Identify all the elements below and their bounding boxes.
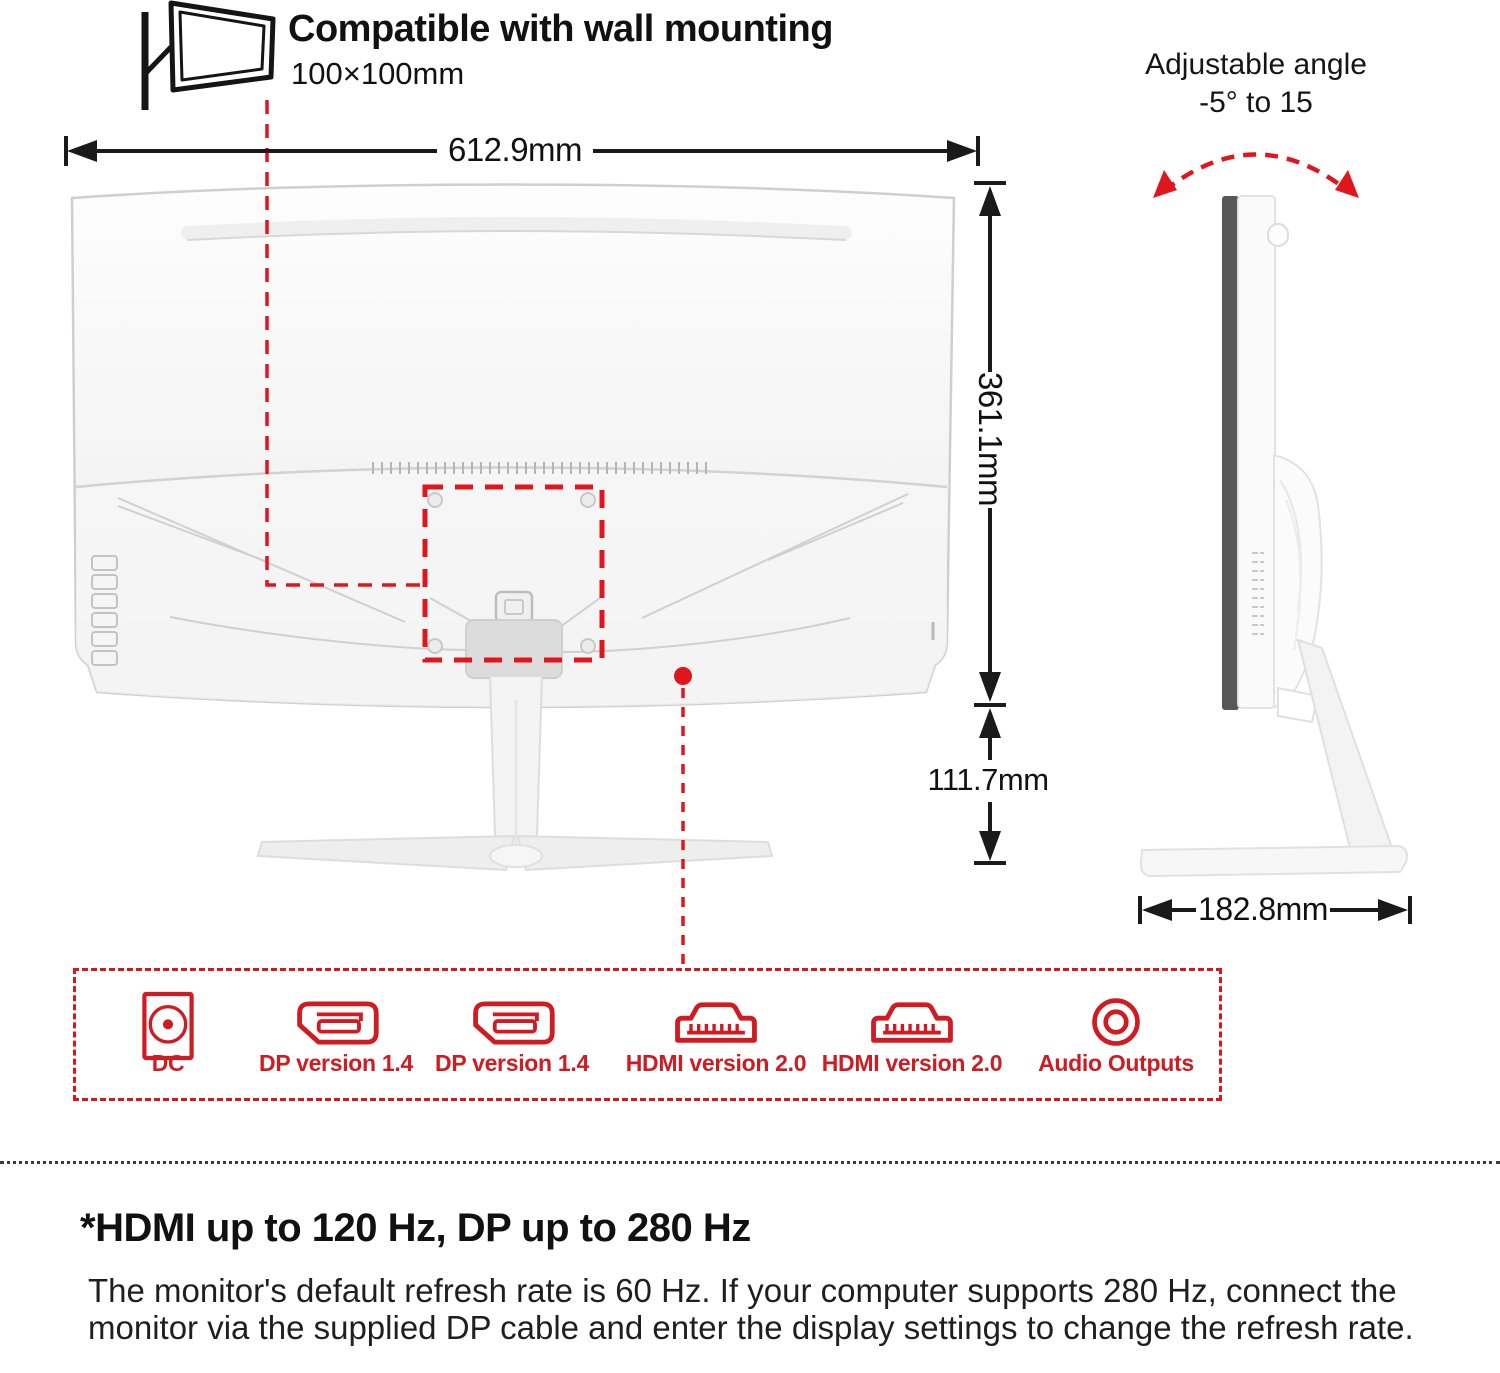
monitor-stand <box>256 590 774 872</box>
vent-grille <box>366 462 710 474</box>
adjustable-angle-title: Adjustable angle <box>1145 48 1367 81</box>
port-label-dc: DC <box>151 1050 185 1076</box>
vesa-callout <box>265 100 605 663</box>
wall-mount-title: Compatible with wall mounting <box>288 8 833 50</box>
dimension-stand-height-label: 111.7mm <box>927 762 1049 797</box>
dimension-stand-height-line <box>974 708 1006 865</box>
adjustable-angle-block: Adjustable angle -5° to 15 <box>1096 48 1416 120</box>
port-label-dp1: DP version 1.4 <box>259 1050 413 1076</box>
wall-mount-size: 100×100mm <box>291 56 465 91</box>
port-label-hdmi1: HDMI version 2.0 <box>625 1050 807 1076</box>
osd-buttons <box>91 555 118 666</box>
port-label-audio: Audio Outputs <box>1038 1050 1194 1076</box>
side-vents <box>1252 545 1264 641</box>
footnote-body: The monitor's default refresh rate is 60… <box>88 1272 1414 1347</box>
port-label-dp2: DP version 1.4 <box>435 1050 589 1076</box>
ports-panel <box>73 968 1222 1101</box>
dimension-width-line <box>64 136 980 166</box>
dimension-height-line <box>974 181 1006 707</box>
vesa-screw-holes <box>427 492 596 654</box>
monitor-side-view <box>1139 195 1408 878</box>
displayport-icon <box>297 1001 379 1045</box>
section-divider <box>0 1161 1500 1164</box>
hdmi-icon <box>871 1002 953 1043</box>
dimension-base-depth-label: 182.8mm <box>1198 891 1328 927</box>
monitor-back-view <box>70 183 956 872</box>
footnote-title: *HDMI up to 120 Hz, DP up to 280 Hz <box>80 1206 751 1250</box>
wall-mount-icon <box>141 0 276 110</box>
adjustable-angle-range: -5° to 15 <box>1199 86 1313 119</box>
dimension-base-depth-line <box>1138 896 1412 924</box>
tilt-arc <box>1153 152 1359 198</box>
ports-callout <box>674 667 692 964</box>
joystick-knob <box>1267 223 1289 247</box>
port-label-hdmi2: HDMI version 2.0 <box>821 1050 1003 1076</box>
dc-power-icon <box>142 991 194 1061</box>
dimension-height-label: 361.1mm <box>972 371 1009 507</box>
hdmi-icon <box>675 1002 757 1043</box>
dimension-width-label: 612.9mm <box>447 131 583 168</box>
displayport-icon <box>473 1001 555 1045</box>
audio-jack-icon <box>1092 998 1140 1046</box>
